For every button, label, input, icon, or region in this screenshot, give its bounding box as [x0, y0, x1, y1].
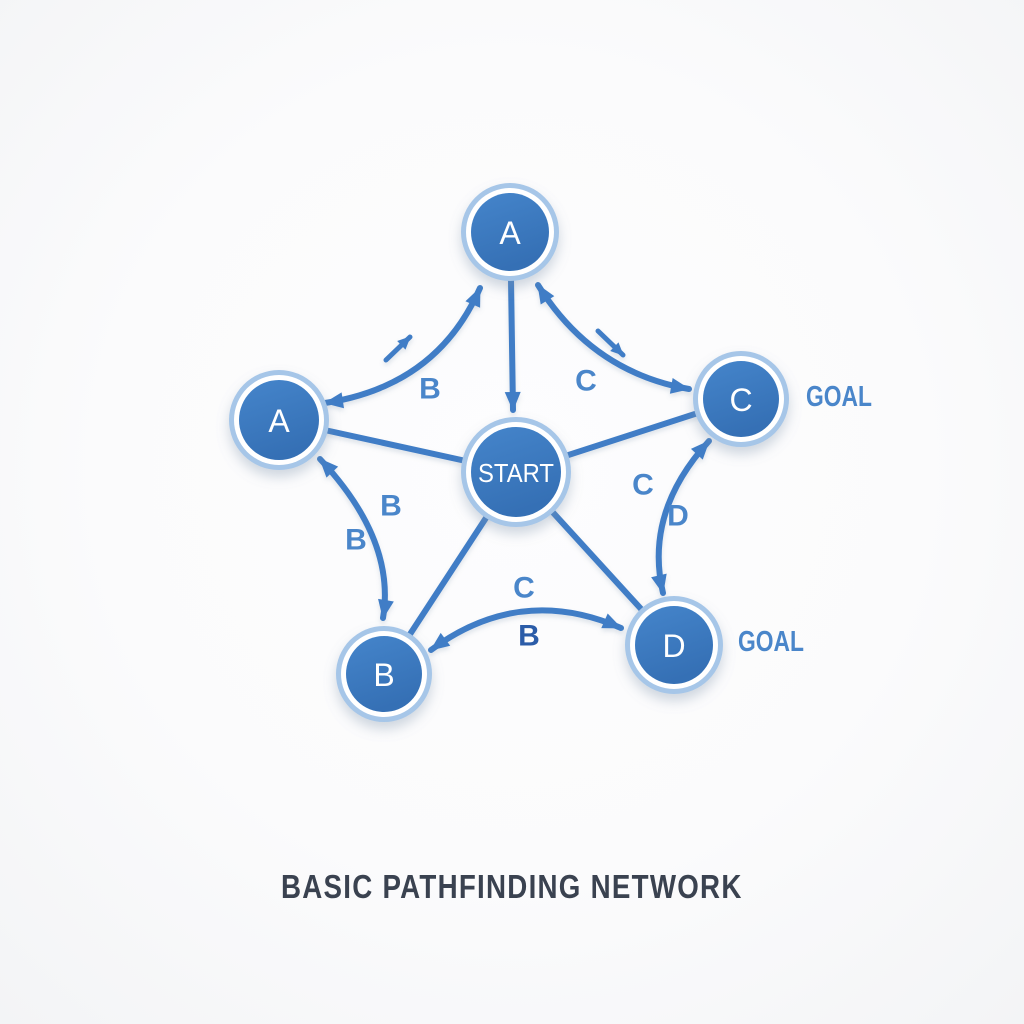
- node-label: C: [729, 382, 752, 418]
- node-circle: [635, 606, 713, 684]
- up-right-arrow-icon: [383, 334, 413, 363]
- goal-label: GOAL: [738, 626, 804, 658]
- node-start: START: [461, 417, 571, 527]
- node-label: D: [662, 628, 685, 664]
- edge-d--c: [651, 438, 712, 596]
- node-d: D GOAL: [625, 596, 804, 694]
- edge-a-top--start: [504, 277, 521, 413]
- edge-label: C: [632, 469, 654, 502]
- node-circle: [239, 380, 319, 460]
- node-b: B: [336, 626, 432, 722]
- node-circle: [703, 361, 779, 437]
- node-circle: [471, 193, 549, 271]
- down-right-arrow-icon: [595, 328, 626, 358]
- node-a-left: A: [229, 370, 329, 470]
- edge-label: B: [419, 373, 441, 406]
- diagram-title: BASIC PATHFINDING NETWORK: [0, 868, 1024, 906]
- edge-label: B: [518, 620, 540, 653]
- node-label: A: [499, 215, 521, 251]
- edge-label: C: [513, 572, 535, 605]
- edge-a-top--c: [535, 282, 692, 394]
- node-label: B: [373, 657, 394, 693]
- node-circle: [471, 427, 561, 517]
- edge-a-left--a-top: [322, 285, 483, 409]
- node-a-top: A: [461, 183, 559, 281]
- goal-label: GOAL: [806, 381, 872, 413]
- edge-label: C: [575, 365, 597, 398]
- edge-label: D: [667, 500, 689, 533]
- node-c: C GOAL: [693, 351, 872, 447]
- node-label: A: [268, 403, 290, 439]
- edge-b--d: [428, 607, 624, 653]
- edge-label: B: [380, 490, 402, 523]
- edge-a-left--b: [317, 456, 394, 621]
- node-circle: [346, 636, 422, 712]
- node-label: START: [478, 458, 554, 488]
- nodes-layer: A A C GOAL START B D GOAL: [229, 183, 872, 722]
- diagram-title-text: BASIC PATHFINDING NETWORK: [281, 868, 743, 905]
- edge-label: B: [345, 524, 367, 557]
